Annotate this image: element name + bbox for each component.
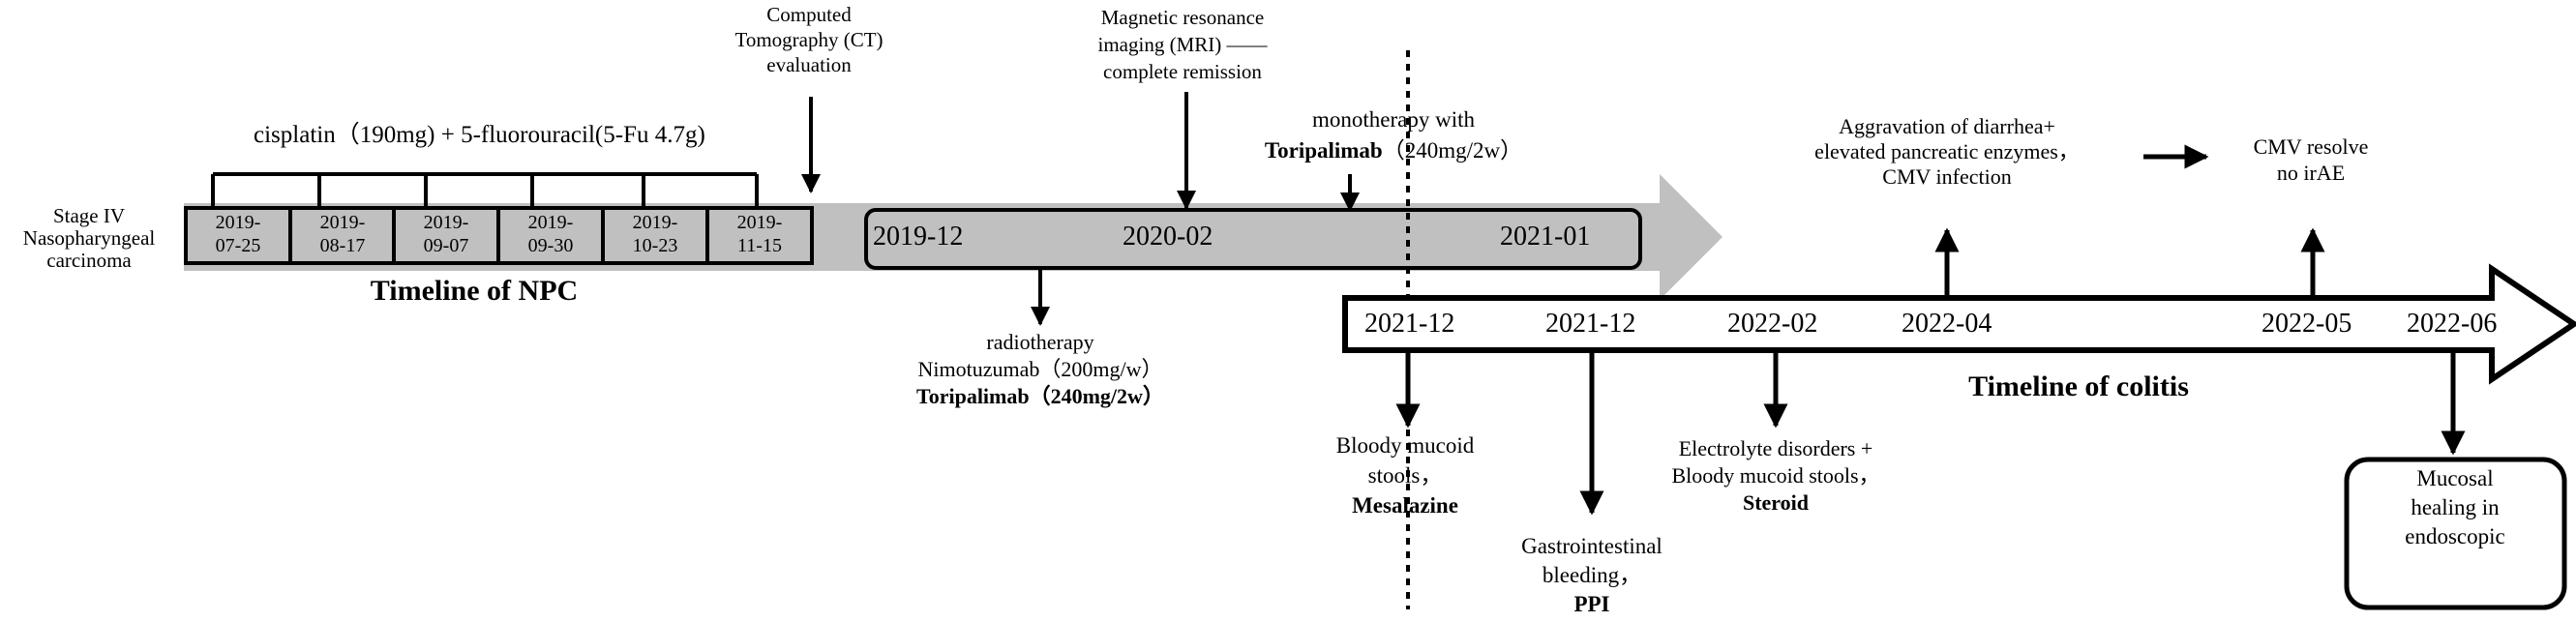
cmv-resolve-line: CMV resolve [2253,134,2369,159]
stage-label-line: carcinoma [46,249,132,272]
colitis-timeline-title: Timeline of colitis [1968,370,2189,402]
radiotherapy-line: radiotherapy [986,330,1094,354]
chemo-date: 2019- 08-17 [320,211,366,257]
npc-date-mid: 2020-02 [1123,222,1213,252]
monotherapy-dose: （240mg/2w） [1382,138,1523,163]
chemo-date-line: 2019- [319,212,366,233]
stage-label-line: Nasopharyngeal [22,226,156,250]
mri-line: imaging (MRI) —— [1097,33,1268,56]
ct-evaluation: Computed Tomography (CT) evaluation [734,2,883,77]
mucosal-note: Mucosal healing in endoscopic [2405,464,2504,551]
chemo-date-line: 2019- [423,212,469,233]
chemo-date: 2019- 10-23 [633,211,678,257]
chemo-date-line: 09-30 [527,235,574,256]
aggravation-line: Aggravation of diarrhea+ [1839,114,2055,138]
npc-date-band [864,208,1642,270]
mucosal-line: endoscopic [2405,524,2505,548]
aggravation-note: Aggravation of diarrhea+ elevated pancre… [1814,114,2080,190]
npc-date-start: 2019-12 [873,222,964,252]
cmv-resolve-note: CMV resolve no irAE [2254,133,2369,186]
colitis-date: 2021-12 [1364,309,1455,339]
mri-note: Magnetic resonance imaging (MRI) —— comp… [1098,4,1268,85]
radiotherapy-line: Nimotuzumab（200mg/w） [917,357,1163,381]
radiotherapy-drug: Toripalimab（240mg/2w） [916,384,1164,408]
chemo-date: 2019- 09-07 [424,211,469,257]
ct-line: Computed [766,3,852,26]
electrolyte-line: Bloody mucoid stools， [1671,463,1880,488]
chemo-date-line: 2019- [527,212,574,233]
bloody-stools-note: Bloody mucoid stools， Mesalazine [1336,430,1474,520]
colitis-date: 2022-05 [2261,309,2352,339]
chemo-date-line: 09-07 [423,235,469,256]
bloody-stools-line: stools， [1367,463,1443,488]
electrolyte-line: Electrolyte disorders + [1678,436,1873,460]
chemo-date-line: 11-15 [737,235,782,256]
monotherapy-line: monotherapy with [1312,107,1475,132]
mesalazine: Mesalazine [1352,493,1458,518]
steroid: Steroid [1742,490,1810,515]
bloody-stools-line: Bloody mucoid [1335,433,1475,458]
chemo-date-line: 07-25 [215,235,261,256]
radiotherapy-note: radiotherapy Nimotuzumab（200mg/w） Toripa… [916,329,1164,410]
ppi: PPI [1573,592,1610,616]
gi-bleeding-line: Gastrointestinal [1521,534,1662,558]
colitis-date: 2021-12 [1545,309,1636,339]
chemo-date: 2019- 09-30 [528,211,574,257]
mri-line: Magnetic resonance [1100,6,1265,29]
cmv-resolve-line: no irAE [2276,161,2346,185]
chemo-date-line: 10-23 [632,235,678,256]
chemo-bracket [211,172,759,208]
chemo-date: 2019- 07-25 [216,211,261,257]
monotherapy-note: monotherapy with Toripalimab（240mg/2w） [1265,104,1522,166]
chemo-date-boxes [184,206,814,265]
ct-line: evaluation [766,53,852,76]
mri-line: complete remission [1103,60,1262,83]
chemo-date-line: 2019- [736,212,783,233]
chemo-regimen: cisplatin（190mg) + 5-fluorouracil(5-Fu 4… [254,122,705,148]
stage-label-line: Stage IV [52,204,126,227]
stage-label: Stage IV Nasopharyngeal carcinoma [23,205,155,272]
aggravation-line: CMV infection [1882,164,2012,189]
colitis-date: 2022-02 [1727,309,1818,339]
chemo-date: 2019- 11-15 [737,211,783,257]
colitis-date: 2022-06 [2407,309,2498,339]
chemo-date-line: 2019- [215,212,261,233]
ct-line: Tomography (CT) [734,28,884,51]
chemo-date-line: 08-17 [319,235,366,256]
monotherapy-drug-line: Toripalimab（240mg/2w） [1265,135,1522,166]
mucosal-line: healing in [2411,495,2500,519]
mucosal-line: Mucosal [2416,466,2494,490]
npc-timeline-title: Timeline of NPC [370,275,579,307]
mucosal-box [2344,457,2567,610]
colitis-date: 2022-04 [1902,309,1992,339]
chemo-date-line: 2019- [632,212,678,233]
gi-bleeding-note: Gastrointestinal bleeding， PPI [1521,532,1662,619]
monotherapy-drug: Toripalimab [1264,138,1383,163]
npc-date-end: 2021-01 [1500,222,1591,252]
electrolyte-note: Electrolyte disorders + Bloody mucoid st… [1671,435,1879,517]
gi-bleeding-line: bleeding， [1542,563,1642,587]
colitis-timeline-arrow [1342,263,2576,385]
aggravation-line: elevated pancreatic enzymes， [1814,139,2080,163]
